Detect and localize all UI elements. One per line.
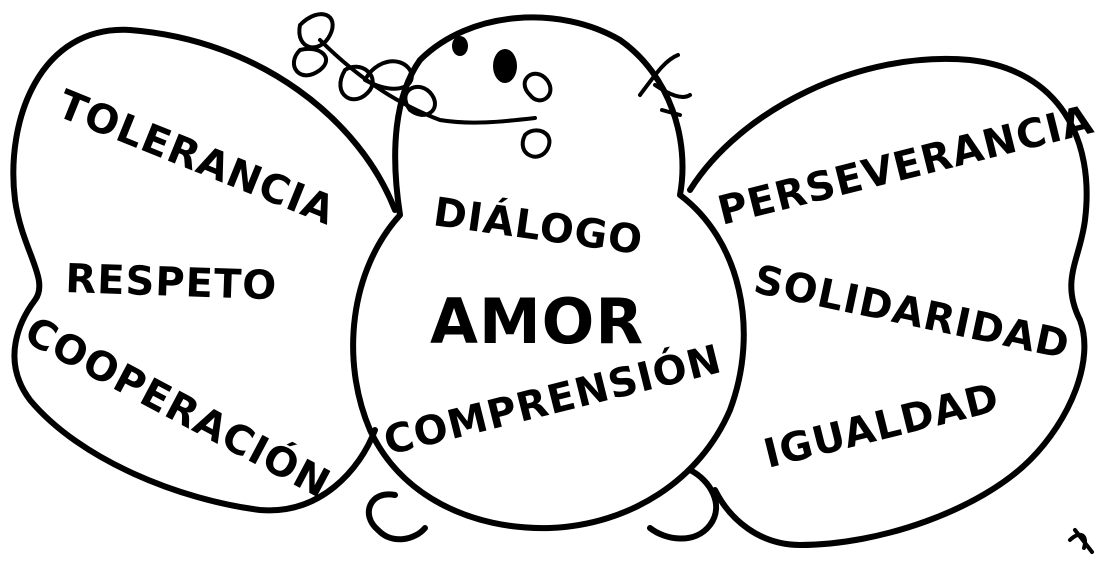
left-wing-shape bbox=[10, 26, 398, 514]
word-igualdad: IGUALDAD bbox=[759, 375, 1004, 478]
eye-left-icon bbox=[452, 36, 468, 56]
eye-right-icon bbox=[493, 49, 517, 83]
word-respeto: RESPETO bbox=[65, 256, 278, 309]
signature-mark bbox=[1068, 528, 1094, 554]
word-dialogo: DIÁLOGO bbox=[431, 187, 647, 264]
left-foot bbox=[365, 491, 428, 543]
word-perseverancia: PERSEVERANCIA bbox=[713, 97, 1097, 235]
word-tolerancia: TOLERANCIA bbox=[51, 82, 341, 235]
olive-branch-icon bbox=[318, 38, 537, 125]
dove-body bbox=[350, 14, 747, 532]
sprig-icon bbox=[638, 53, 692, 117]
right-foot bbox=[647, 467, 719, 542]
right-wing-shape bbox=[687, 55, 1090, 548]
word-cooperacion: COOPERACIÓN bbox=[17, 306, 338, 507]
word-solidaridad: SOLIDARIDAD bbox=[750, 257, 1074, 369]
word-amor: AMOR bbox=[430, 285, 644, 358]
